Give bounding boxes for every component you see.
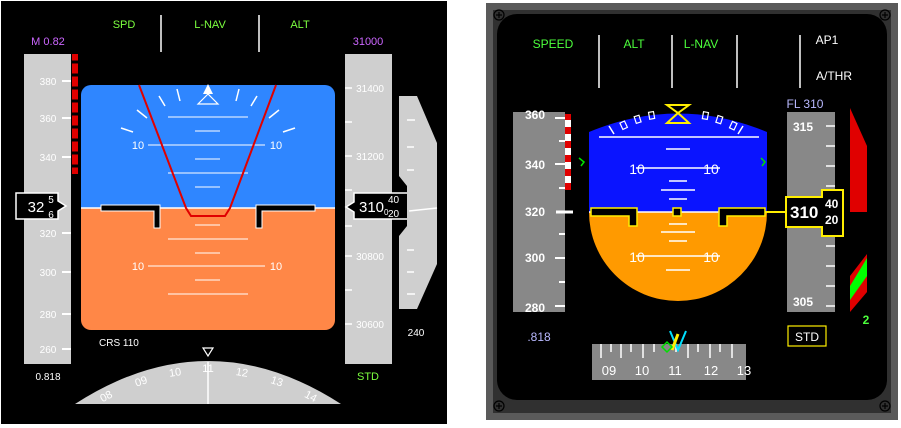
- speed-tick-label: 380: [40, 77, 57, 88]
- aircraft-symbol-right: [718, 207, 766, 227]
- autopilot-status: AP1: [816, 33, 839, 47]
- selected-heading-bug: [669, 330, 687, 353]
- altitude-readout-sub: 0: [384, 208, 389, 217]
- pitch-label: 10: [132, 261, 144, 273]
- altitude-tick-label: 315: [793, 120, 813, 134]
- heading-lubber-line: [670, 333, 680, 351]
- speed-readout-major: 32: [28, 199, 45, 216]
- vertical-speed-indicator-upper: [850, 108, 867, 212]
- vertical-speed-green-band: [850, 258, 867, 300]
- heading-tick-label: 10: [635, 363, 649, 378]
- speed-tick-label: 300: [525, 251, 545, 265]
- course-readout: CRS 110: [99, 338, 139, 349]
- flight-director: [138, 84, 277, 217]
- heading-tick-label: 09: [134, 374, 149, 389]
- heading-tick-label: 13: [269, 374, 284, 389]
- speed-tick-label: 280: [40, 310, 57, 321]
- altitude-readout-major: 310: [359, 199, 384, 216]
- side-slip-marker: [578, 157, 586, 167]
- fma-speed-mode: SPEED: [533, 37, 574, 51]
- altitude-tick-label: 31400: [356, 84, 384, 95]
- right-pfd: SPEED ALT L-NAV AP1 A/THR FL 310 360 340…: [486, 3, 898, 420]
- aircraft-symbol-right: [255, 204, 316, 229]
- vertical-speed-indicator: [399, 96, 437, 309]
- roll-index: [663, 104, 693, 124]
- mach-readout: .818: [527, 330, 551, 344]
- heading-tick-label: 10: [168, 366, 182, 380]
- speed-tick-label: 360: [525, 108, 545, 122]
- autothrust-status: A/THR: [816, 69, 852, 83]
- sky: [589, 113, 767, 212]
- speed-tick-label: 300: [40, 268, 57, 279]
- heading-tick-label: 09: [602, 363, 616, 378]
- vertical-speed-readout: 2: [863, 313, 870, 327]
- pitch-label: 10: [270, 140, 282, 152]
- heading-tick-label: 12: [235, 366, 249, 380]
- selected-altitude: 31000: [353, 36, 384, 48]
- altitude-tick-label: 30600: [356, 320, 384, 331]
- heading-pointer: [201, 347, 215, 358]
- speed-tick-label: 260: [40, 345, 57, 356]
- fma-lateral-mode: L-NAV: [684, 37, 718, 51]
- fma-vertical-mode: ALT: [623, 37, 645, 51]
- altitude-readout-upper: 40: [825, 197, 839, 211]
- speed-tick-label: 360: [40, 114, 57, 125]
- altitude-readout-lower: 20: [388, 209, 400, 220]
- heading-tick-label: 12: [704, 363, 718, 378]
- heading-tick-label: 08: [98, 389, 114, 405]
- vertical-speed-readout: 240: [408, 328, 425, 339]
- altitude-readout-major: 310: [790, 203, 818, 222]
- vertical-speed-needle: [408, 207, 438, 212]
- mach-readout: 0.818: [35, 372, 60, 383]
- fma-vertical-mode: ALT: [290, 19, 310, 31]
- speed-readout-box: [15, 192, 68, 220]
- barometric-setting: STD: [357, 371, 379, 383]
- track-diamond: [660, 340, 674, 354]
- speed-readout-lower: 6: [48, 210, 54, 221]
- speed-tick-label: 280: [525, 301, 545, 315]
- roll-index: [196, 93, 220, 105]
- altitude-readout-upper: 40: [388, 195, 400, 206]
- altitude-tick-label: 31200: [356, 152, 384, 163]
- speed-tick-label: 320: [40, 229, 57, 240]
- altitude-readout-box: [785, 189, 844, 237]
- pitch-label: 10: [270, 261, 282, 273]
- aircraft-center-dot: [672, 207, 682, 217]
- altitude-tick-label: 30800: [356, 252, 384, 263]
- heading-tick-label: 11: [668, 363, 682, 378]
- bank-scale: [120, 88, 296, 133]
- fma-speed-mode: SPD: [113, 19, 136, 31]
- heading-tick-label: 13: [737, 363, 751, 378]
- bezel-screw-icon: [493, 9, 891, 412]
- speed-tick-label: 340: [525, 158, 545, 172]
- bank-scale: [619, 110, 738, 131]
- left-pfd: SPD L-NAV ALT M 0.82 31000 380 360 340 3…: [1, 1, 447, 424]
- speed-tick-label: 340: [40, 153, 57, 164]
- bank-pointer: [203, 84, 213, 94]
- heading-tick-label: 11: [202, 363, 213, 375]
- pitch-label: 10: [703, 249, 719, 265]
- mach-target: M 0.82: [31, 36, 65, 48]
- ground: [81, 208, 335, 330]
- heading-tick-label: 14: [302, 389, 318, 405]
- aircraft-symbol-left: [100, 204, 161, 229]
- altitude-tick-label: 305: [793, 295, 813, 309]
- altitude-readout-lower: 20: [825, 213, 839, 227]
- side-slip-marker: [760, 157, 766, 167]
- pitch-label: 10: [132, 140, 144, 152]
- speed-readout-upper: 5: [48, 195, 54, 206]
- barometric-setting: STD: [795, 330, 819, 344]
- pitch-label: 10: [629, 249, 645, 265]
- fma-lateral-mode: L-NAV: [194, 19, 226, 31]
- flight-level-target: FL 310: [787, 97, 824, 111]
- aircraft-symbol-left: [590, 207, 638, 227]
- speed-tick-label: 320: [525, 205, 545, 219]
- pitch-label: 10: [703, 161, 719, 177]
- baro-box: [787, 325, 827, 347]
- pitch-label: 10: [629, 161, 645, 177]
